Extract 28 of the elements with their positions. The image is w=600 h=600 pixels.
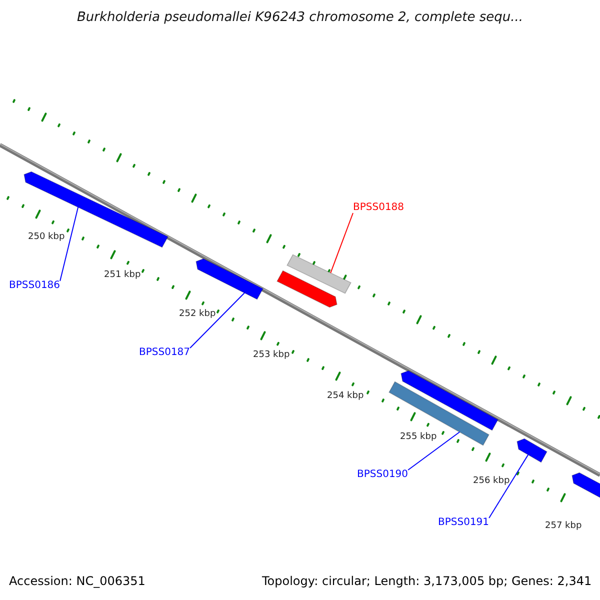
genome-info: Topology: circular; Length: 3,173,005 bp; Genes: 2,341 <box>262 575 592 587</box>
gene-label: BPSS0188 <box>353 203 404 213</box>
scale-label: 255 kbp <box>400 433 437 442</box>
leader-line <box>330 212 354 274</box>
leader-line <box>408 432 460 470</box>
gene-label: BPSS0191 <box>438 518 490 528</box>
gene-label: BPSS0187 <box>139 348 190 358</box>
gene-feature <box>286 254 352 294</box>
leader-line <box>60 206 79 282</box>
scale-label: 253 kbp <box>253 351 290 360</box>
scale-label: 252 kbp <box>179 310 216 319</box>
gene-label: BPSS0190 <box>357 470 408 480</box>
gene-feature <box>400 370 498 431</box>
scale-label: 257 kbp <box>545 522 582 531</box>
scale-label: 254 kbp <box>327 392 364 401</box>
gene-feature <box>24 171 168 248</box>
gene-label: BPSS0186 <box>9 281 60 291</box>
genome-info: Accession: NC_006351 <box>9 575 146 587</box>
leader-line <box>488 454 529 518</box>
leader-line <box>190 292 245 348</box>
map-title: Burkholderia pseudomallei K96243 chromosome 2, complete sequ... <box>76 11 524 24</box>
scale-label: 256 kbp <box>473 477 510 486</box>
gene-feature <box>196 258 264 300</box>
scale-label: 251 kbp <box>104 271 141 280</box>
gene-feature <box>276 270 338 308</box>
gene-feature <box>516 438 548 463</box>
scale-label: 250 kbp <box>28 233 65 242</box>
gene-feature <box>388 381 490 446</box>
